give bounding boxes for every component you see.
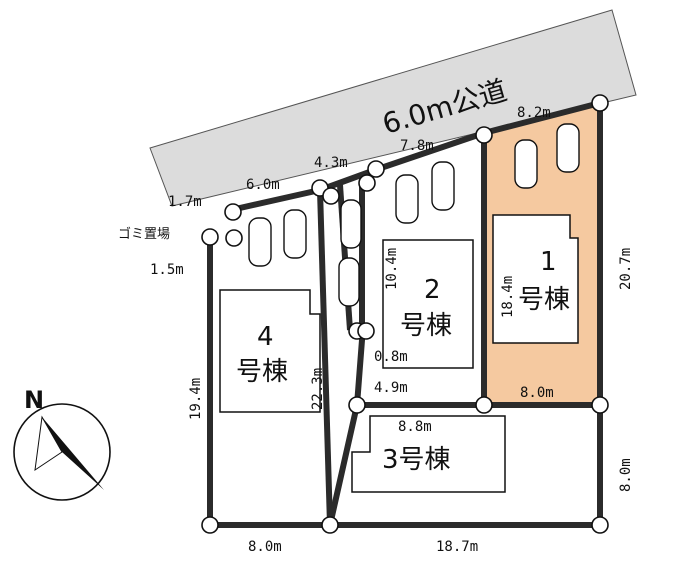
lot-2-dim-b: 4.9m: [374, 380, 408, 396]
lot-4-label: 号棟: [236, 357, 288, 387]
lot-1-dim-bottom: 8.0m: [520, 385, 554, 401]
garbage-label: ゴミ置場: [118, 226, 170, 242]
lot-1-label: 号棟: [518, 285, 570, 315]
dim-bottom-left: 8.0m: [248, 539, 282, 555]
lot-4-dim-side: 22.3m: [310, 368, 326, 410]
lot-1-dim-right: 20.7m: [618, 248, 634, 290]
lot-2-number: 2: [424, 275, 441, 305]
lot-3-dim-top: 8.8m: [398, 419, 432, 435]
lot-4-number: 4: [257, 322, 274, 352]
lot-3-dim-right: 8.0m: [618, 458, 634, 492]
dim-left-1-7: 1.7m: [168, 194, 202, 210]
building-1: [492, 214, 579, 344]
building-2: [382, 239, 474, 369]
dim-top-6-0: 6.0m: [246, 177, 280, 193]
dim-top-8-2: 8.2m: [517, 105, 551, 121]
north-compass: N: [13, 386, 111, 501]
lot-2-dim-a: 0.8m: [374, 349, 408, 365]
building-4: [219, 289, 321, 413]
lot-2-dim-side: 10.4m: [384, 248, 400, 290]
dim-left-1-5: 1.5m: [150, 262, 184, 278]
north-label: N: [24, 386, 44, 414]
lot-1-dim-inner: 18.4m: [500, 276, 516, 318]
car-icons: [248, 123, 580, 307]
dim-top-7-8: 7.8m: [400, 138, 434, 154]
building-3: [351, 415, 506, 493]
public-road: [149, 9, 637, 207]
lot-3-label: 3号棟: [382, 445, 451, 475]
lot-2-label: 号棟: [400, 311, 452, 341]
lot-1-number: 1: [540, 247, 557, 277]
dim-top-4-3: 4.3m: [314, 155, 348, 171]
dim-bottom-right: 18.7m: [436, 539, 478, 555]
boundary-nodes: [201, 94, 609, 534]
dim-left-19-4: 19.4m: [188, 378, 204, 420]
lot-4-right-line: [317, 189, 333, 526]
